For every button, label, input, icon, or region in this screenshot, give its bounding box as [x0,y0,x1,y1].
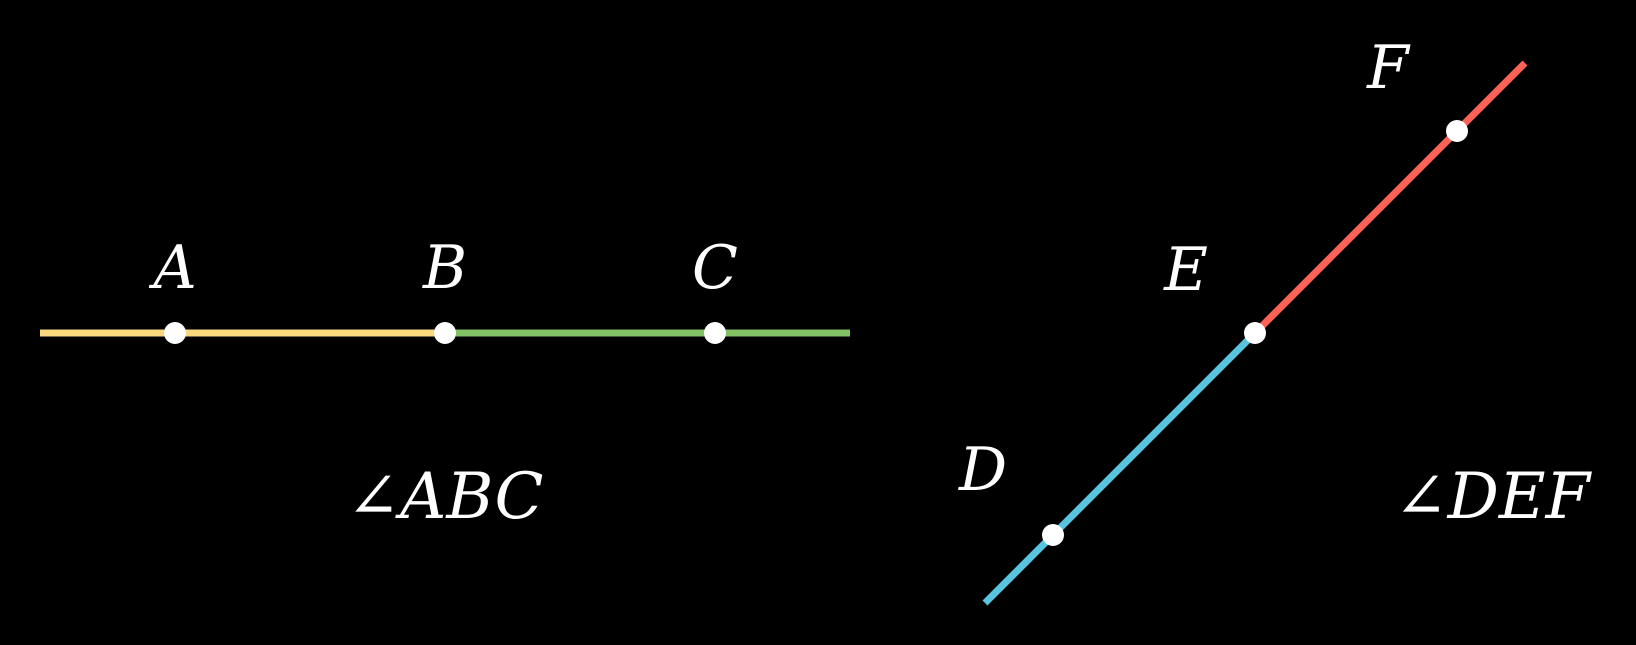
caption-angle-abc: ∠ABC [346,460,543,534]
label-a: A [148,233,196,303]
label-c: C [692,233,738,303]
caption-angle-def: ∠DEF [1394,460,1593,534]
point-b [434,322,456,344]
label-b: B [422,233,467,303]
label-d: D [958,435,1007,505]
ray-ef [1252,60,1528,336]
angle-abc-figure: A B C ∠ABC [40,233,850,534]
point-d [1042,524,1064,546]
angle-def-figure: D E F ∠DEF [958,33,1593,606]
point-c [704,322,726,344]
point-a [164,322,186,344]
point-f [1446,120,1468,142]
label-e: E [1163,235,1208,305]
ray-ed [982,330,1258,606]
label-f: F [1366,33,1411,103]
point-e [1244,322,1266,344]
